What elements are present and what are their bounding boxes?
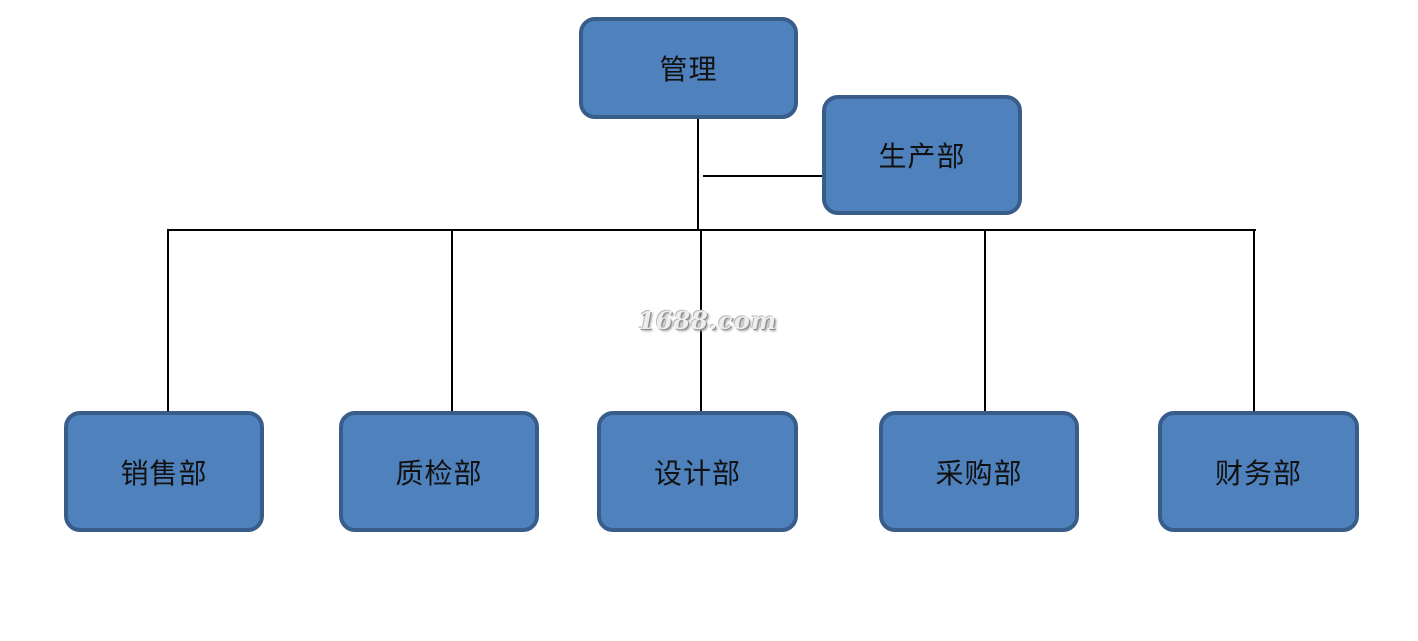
node-dept-4: 采购部 bbox=[879, 411, 1079, 532]
connector-dept-2 bbox=[451, 229, 453, 415]
node-root: 管理 bbox=[579, 17, 798, 119]
node-dept-3: 设计部 bbox=[597, 411, 798, 532]
node-assistant-label: 生产部 bbox=[878, 140, 966, 173]
connector-root-trunk bbox=[697, 116, 699, 230]
node-dept-2: 质检部 bbox=[339, 411, 539, 532]
node-dept-2-label: 质检部 bbox=[395, 456, 483, 490]
connector-horizontal-bus bbox=[167, 229, 1256, 231]
connector-dept-1 bbox=[167, 229, 169, 415]
node-dept-5: 财务部 bbox=[1158, 411, 1359, 532]
node-assistant: 生产部 bbox=[822, 95, 1022, 215]
node-dept-3-label: 设计部 bbox=[653, 456, 741, 490]
watermark: 1688.com bbox=[638, 306, 778, 335]
node-dept-1-label: 销售部 bbox=[120, 456, 208, 490]
connector-dept-3 bbox=[700, 229, 702, 415]
node-root-label: 管理 bbox=[659, 53, 718, 86]
connector-dept-4 bbox=[984, 229, 986, 415]
node-dept-4-label: 采购部 bbox=[935, 456, 1023, 490]
connector-dept-5 bbox=[1253, 229, 1255, 415]
node-dept-1: 销售部 bbox=[64, 411, 264, 532]
node-dept-5-label: 财务部 bbox=[1214, 456, 1302, 490]
connector-assistant-branch bbox=[703, 175, 825, 177]
